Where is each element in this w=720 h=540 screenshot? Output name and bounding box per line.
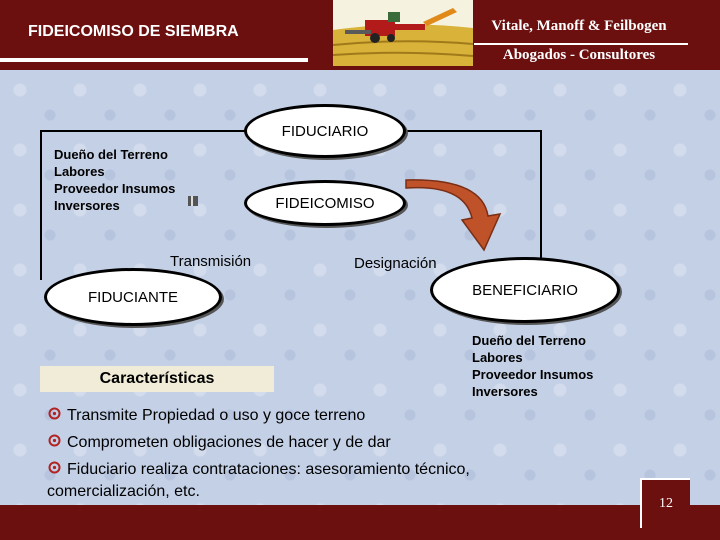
bullet-text: Transmite Propiedad o uso y goce terreno: [67, 407, 366, 424]
fiduciario-node: FIDUCIARIO: [244, 104, 406, 158]
fideicomiso-label: FIDEICOMISO: [275, 194, 375, 212]
firm-underline: [474, 43, 688, 45]
beneficiario-label: BENEFICIARIO: [472, 281, 578, 299]
fiduciante-node: FIDUCIANTE: [44, 268, 222, 326]
flower-icon: [47, 459, 61, 481]
list-item: Labores: [54, 164, 105, 179]
fiduciario-label: FIDUCIARIO: [281, 122, 369, 140]
bullet-text: Fiduciario realiza contrataciones: aseso…: [67, 461, 470, 478]
firm-name: Vitale, Manoff & Feilbogen: [491, 18, 667, 34]
curved-arrow-icon: [405, 179, 502, 252]
bullet-item: Fiduciario realiza contrataciones: aseso…: [47, 459, 470, 481]
designacion-label: Designación: [354, 255, 437, 272]
list-item: Dueño del Terreno: [54, 147, 168, 162]
fiduciante-parties-list: Dueño del Terreno Labores Proveedor Insu…: [54, 146, 175, 214]
caracteristicas-heading: Características: [40, 366, 274, 392]
flower-icon: [47, 432, 61, 454]
harvester-logo-image: [333, 0, 473, 66]
list-item: Proveedor Insumos: [472, 367, 594, 382]
connector-line: [540, 130, 542, 280]
flower-icon: [47, 405, 61, 427]
list-item: Proveedor Insumos: [54, 181, 176, 196]
list-item: Inversores: [472, 384, 538, 399]
title-underline: [0, 58, 308, 62]
list-item: Dueño del Terreno: [472, 333, 586, 348]
bullet-item: Comprometen obligaciones de hacer y de d…: [47, 432, 391, 454]
bullet-item: Transmite Propiedad o uso y goce terreno: [47, 405, 365, 427]
bullet-text: Comprometen obligaciones de hacer y de d…: [67, 434, 391, 451]
transmision-label: Transmisión: [170, 253, 252, 270]
connector-line: [40, 130, 246, 132]
beneficiario-parties-list: Dueño del Terreno Labores Proveedor Insu…: [472, 332, 593, 400]
list-item: Labores: [472, 350, 523, 365]
left-arrow-shaft: [188, 196, 198, 206]
bullet-continuation: comercialización, etc.: [47, 483, 200, 500]
list-item: Inversores: [54, 198, 120, 213]
beneficiario-node: BENEFICIARIO: [430, 257, 620, 323]
page-number: 12: [640, 478, 690, 528]
connector-line: [405, 130, 540, 132]
firm-subtitle: Abogados - Consultores: [502, 47, 656, 63]
fideicomiso-node: FIDEICOMISO: [244, 180, 406, 226]
footer-band: [0, 505, 720, 540]
fiduciante-label: FIDUCIANTE: [88, 288, 178, 306]
connector-line: [40, 130, 42, 280]
harvester-illustration: [333, 0, 473, 66]
slide-title: FIDEICOMISO DE SIEMBRA: [28, 23, 239, 40]
